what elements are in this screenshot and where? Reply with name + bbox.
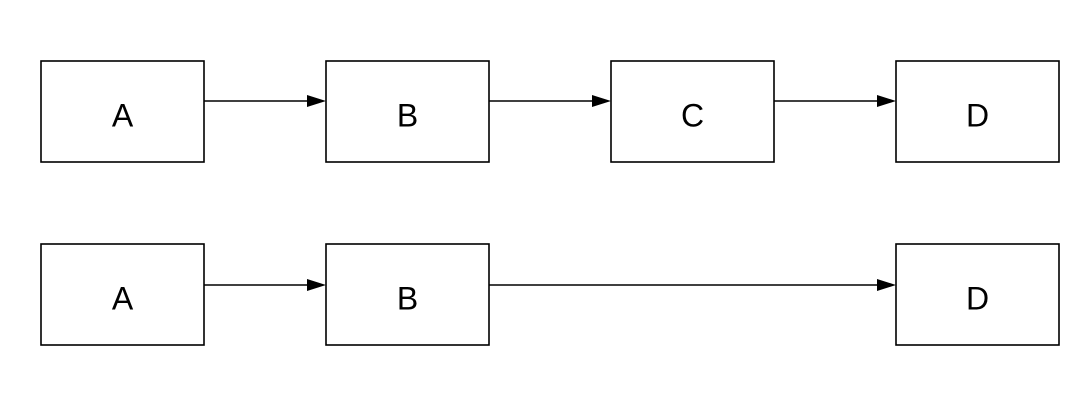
edge-c-to-d [774,95,896,107]
edge-a-to-b [204,279,326,291]
node-a-label: A [112,97,134,133]
node-d-label: D [966,280,989,316]
node-c-label: C [681,97,704,133]
node-b-box [325,60,490,163]
node-d-box [895,243,1060,346]
node-d-label: D [966,97,989,133]
node-a: A [40,60,205,163]
edge-b-to-c [489,95,611,107]
arrowhead-icon [592,95,611,107]
node-a-box [40,243,205,346]
node-b-label: B [397,280,418,316]
node-c: C [610,60,775,163]
node-c-box [610,60,775,163]
node-d: D [895,243,1060,346]
arrowhead-icon [877,95,896,107]
node-d: D [895,60,1060,163]
node-a: A [40,243,205,346]
edge-b-to-d [489,279,896,291]
node-a-label: A [112,280,134,316]
node-b: B [325,60,490,163]
node-b-label: B [397,97,418,133]
node-d-box [895,60,1060,163]
node-b-box [325,243,490,346]
arrowhead-icon [307,279,326,291]
arrowhead-icon [877,279,896,291]
edge-a-to-b [204,95,326,107]
arrowhead-icon [307,95,326,107]
node-b: B [325,243,490,346]
row-2: A B D [40,243,1060,346]
row-1: A B C D [40,60,1060,163]
node-a-box [40,60,205,163]
